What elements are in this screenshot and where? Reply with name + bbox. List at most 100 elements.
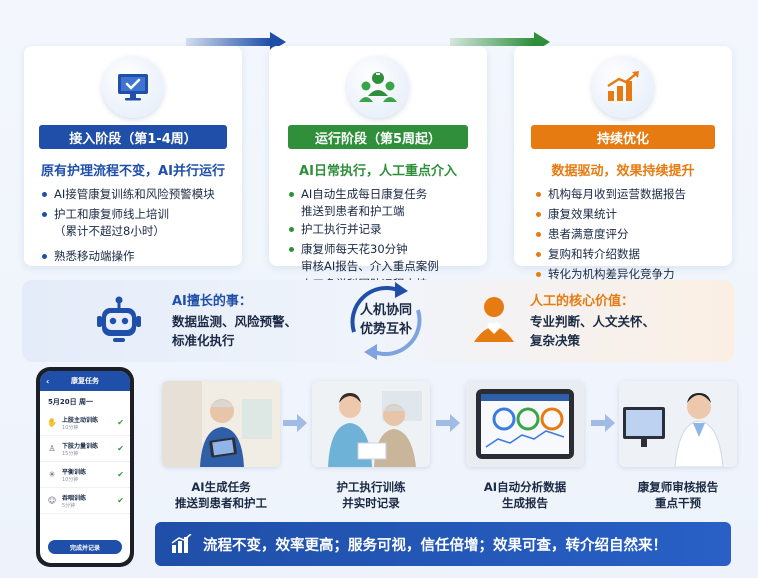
task-row[interactable]: ☺ 吞咽训练 5分钟 ✔ (40, 488, 130, 514)
phase-card-optimization: 持续优化 数据驱动，效果持续提升 机构每月收到运营数据报告 康复效果统计 患者满… (514, 46, 732, 281)
list-item-text: 康复师每天花30分钟 (301, 242, 408, 256)
phone-header: ‹ 康复任务 (40, 371, 130, 391)
swallow-icon: ☺ (47, 496, 57, 505)
task-row[interactable]: ♙ 下肢力量训练 15分钟 ✔ (40, 436, 130, 462)
task-duration: 10分钟 (62, 476, 79, 483)
task-name: 吞咽训练 (62, 494, 87, 502)
human-value-text: 专业判断、人文关怀、 复杂决策 (530, 312, 655, 350)
phase-title: 接入阶段（第1-4周） (39, 125, 227, 149)
scene-ai-dashboard (466, 381, 584, 467)
phone-date: 5月20日 周一 (48, 398, 94, 406)
list-item: 转化为机构差异化竞争力 (536, 266, 730, 283)
scene-caption: AI自动分析数据 生成报告 (455, 479, 595, 511)
phase-subtitle: AI日常执行，人工重点介入 (299, 164, 457, 179)
task-text: 上肢主动训练 10分钟 (58, 415, 117, 431)
phone-mockup: ‹ 康复任务 5月20日 周一 ✋ 上肢主动训练 10分钟 ✔ ♙ 下肢力量训练… (36, 367, 134, 567)
scene-caption-line: 生成报告 (502, 496, 548, 510)
phase-title: 运行阶段（第5周起） (288, 125, 468, 149)
task-duration: 5分钟 (62, 502, 76, 509)
scene-caregiver-training (312, 381, 430, 467)
collab-center-line: 优势互补 (359, 322, 412, 337)
scene-caption-line: 推送到患者和护工 (175, 496, 267, 510)
cycle-arrows-icon (350, 282, 422, 360)
phase-card-onboarding: 接入阶段（第1-4周） 原有护理流程不变，AI并行运行 AI接管康复训练和风险预… (24, 46, 242, 266)
task-name: 平衡训练 (62, 468, 87, 476)
scene-caption-line: 并实时记录 (342, 496, 400, 510)
ai-strengths-line: 标准化执行 (172, 333, 235, 348)
list-item: 护工执行并记录 (289, 221, 485, 238)
check-icon: ✔ (117, 418, 124, 427)
scene-caption-line: AI生成任务 (191, 480, 251, 494)
flow-arrow-1 (283, 414, 307, 432)
task-row[interactable]: ✋ 上肢主动训练 10分钟 ✔ (40, 410, 130, 436)
task-name: 下肢力量训练 (62, 442, 99, 450)
list-item-text: 护工和康复师线上培训 (54, 207, 169, 221)
scene-caption: 护工执行训练 并实时记录 (301, 479, 441, 511)
phase-item-list: AI自动生成每日康复任务推送到患者和护工端 护工执行并记录 康复师每天花30分钟… (289, 186, 485, 296)
list-item: 护工和康复师线上培训 （累计不超过8小时） (42, 206, 237, 240)
task-duration: 10分钟 (62, 424, 79, 431)
summary-banner: 流程不变，效率更高；服务可视，信任倍增；效果可查，转介绍自然来！ (155, 522, 731, 566)
phase-card-running: 运行阶段（第5周起） AI日常执行，人工重点介入 AI自动生成每日康复任务推送到… (269, 46, 487, 291)
bar-chart-icon (171, 534, 192, 553)
list-item: AI接管康复训练和风险预警模块 (42, 186, 237, 203)
phase-subtitle: 数据驱动，效果持续提升 (551, 164, 695, 179)
scene-caption-line: 重点干预 (655, 496, 701, 510)
check-icon: ✔ (117, 444, 124, 453)
task-text: 平衡训练 10分钟 (58, 467, 117, 483)
task-text: 下肢力量训练 15分钟 (58, 441, 117, 457)
ai-strengths-text: 数据监测、风险预警、 标准化执行 (172, 312, 297, 350)
human-value-line: 专业判断、人文关怀、 (530, 314, 656, 329)
scene-patient-tablet (162, 381, 280, 467)
collaboration-band: AI擅长的事： 数据监测、风险预警、 标准化执行 人机协同 优势互补 人工的核心… (22, 280, 734, 362)
phase-item-list: AI接管康复训练和风险预警模块 护工和康复师线上培训 （累计不超过8小时） 熟悉移… (42, 186, 237, 268)
scene-caption: AI生成任务 推送到患者和护工 (151, 479, 291, 511)
scene-caption-line: 护工执行训练 (336, 480, 406, 494)
scene-caption: 康复师审核报告 重点干预 (608, 479, 748, 511)
human-value-line: 复杂决策 (530, 333, 581, 348)
flow-arrow-3 (591, 414, 615, 432)
list-item: 康复效果统计 (536, 206, 730, 223)
ai-strengths-line: 数据监测、风险预警、 (172, 314, 298, 329)
collab-center-text: 人机协同 优势互补 (338, 301, 434, 339)
list-item-text-cont: 审核AI报告、介入重点案例 (301, 259, 439, 273)
collab-center-line: 人机协同 (359, 303, 412, 318)
task-text: 吞咽训练 5分钟 (58, 493, 117, 509)
list-item-text-cont: 推送到患者和护工端 (301, 204, 405, 218)
task-row[interactable]: ✳ 平衡训练 10分钟 ✔ (40, 462, 130, 488)
scene-caption-line: AI自动分析数据 (483, 480, 567, 494)
list-item: 康复师每天花30分钟审核AI报告、介入重点案例 (289, 241, 485, 275)
monitor-check-icon (102, 56, 164, 118)
list-item: 患者满意度评分 (536, 226, 730, 243)
phase-subtitle: 原有护理流程不变，AI并行运行 (41, 164, 225, 179)
leg-exercise-icon: ♙ (48, 444, 56, 453)
growth-chart-icon (592, 56, 654, 118)
human-value-title: 人工的核心价值： (530, 294, 635, 309)
balance-icon: ✳ (48, 470, 56, 479)
flow-arrow-2 (436, 414, 460, 432)
check-icon: ✔ (117, 470, 124, 479)
check-icon: ✔ (117, 496, 124, 505)
list-item: 机构每月收到运营数据报告 (536, 186, 730, 203)
complete-record-button[interactable]: 完成并记录 (48, 540, 122, 554)
ai-strengths-title: AI擅长的事： (172, 294, 252, 309)
summary-text: 流程不变，效率更高；服务可视，信任倍增；效果可查，转介绍自然来！ (203, 537, 667, 554)
scene-therapist-review (619, 381, 737, 467)
team-icon (347, 56, 409, 118)
phone-screen: ‹ 康复任务 5月20日 周一 ✋ 上肢主动训练 10分钟 ✔ ♙ 下肢力量训练… (40, 371, 130, 563)
list-item: AI自动生成每日康复任务推送到患者和护工端 (289, 186, 485, 220)
task-duration: 15分钟 (62, 450, 79, 457)
arm-exercise-icon: ✋ (47, 418, 57, 427)
phone-header-title: 康复任务 (71, 377, 99, 385)
human-heart-icon (474, 297, 514, 342)
phase-title: 持续优化 (531, 125, 715, 149)
list-item: 复购和转介绍数据 (536, 246, 730, 263)
list-item-text: AI自动生成每日康复任务 (301, 187, 428, 201)
scene-caption-line: 康复师审核报告 (637, 480, 719, 494)
list-item: 熟悉移动端操作 (42, 248, 237, 265)
list-item-note: （累计不超过8小时） (54, 224, 165, 238)
robot-icon (97, 296, 141, 342)
back-chevron-icon[interactable]: ‹ (46, 376, 50, 386)
phase-item-list: 机构每月收到运营数据报告 康复效果统计 患者满意度评分 复购和转介绍数据 转化为… (536, 186, 730, 286)
task-name: 上肢主动训练 (62, 416, 99, 424)
